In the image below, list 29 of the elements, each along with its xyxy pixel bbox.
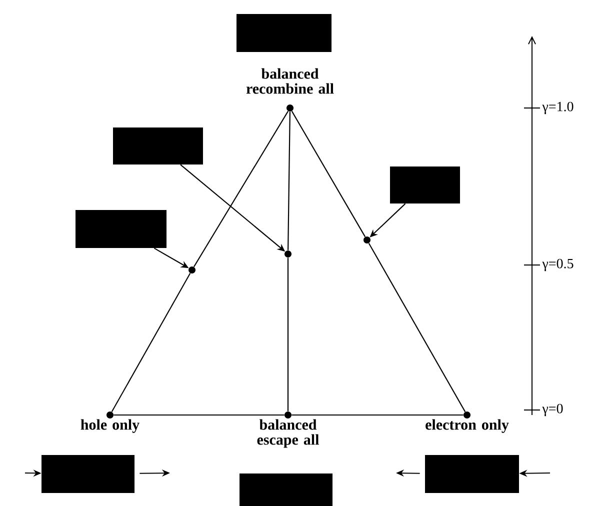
vertex-dot [364, 236, 370, 244]
filled-box [113, 128, 203, 164]
axis-label: γ=0 [542, 404, 563, 416]
vertex-dot [286, 104, 294, 112]
line [111, 272, 191, 412]
vertex-dot [188, 266, 196, 274]
line [291, 110, 366, 238]
line [368, 242, 466, 412]
filled-box [76, 210, 166, 248]
vertex-label: hole only [80, 419, 140, 433]
vertex-dot [464, 412, 470, 418]
vertex-dot [284, 250, 292, 258]
vertex-dot [106, 412, 114, 418]
vertex-label: electron only [426, 419, 509, 433]
line [287, 258, 289, 412]
vertex-dot [284, 412, 292, 418]
vertex-label: balanced recombine all [246, 68, 334, 94]
line [193, 110, 289, 268]
axis-label: γ=0.5 [542, 258, 574, 272]
line [114, 414, 284, 416]
line [292, 414, 464, 416]
line [288, 112, 290, 250]
filled-box [390, 166, 460, 204]
axis-label: γ=1.0 [542, 102, 574, 114]
filled-box [42, 455, 134, 493]
filled-box [236, 14, 332, 52]
vertex-label: balanced escape all [257, 419, 319, 448]
filled-box [240, 474, 332, 506]
filled-box [425, 455, 519, 493]
